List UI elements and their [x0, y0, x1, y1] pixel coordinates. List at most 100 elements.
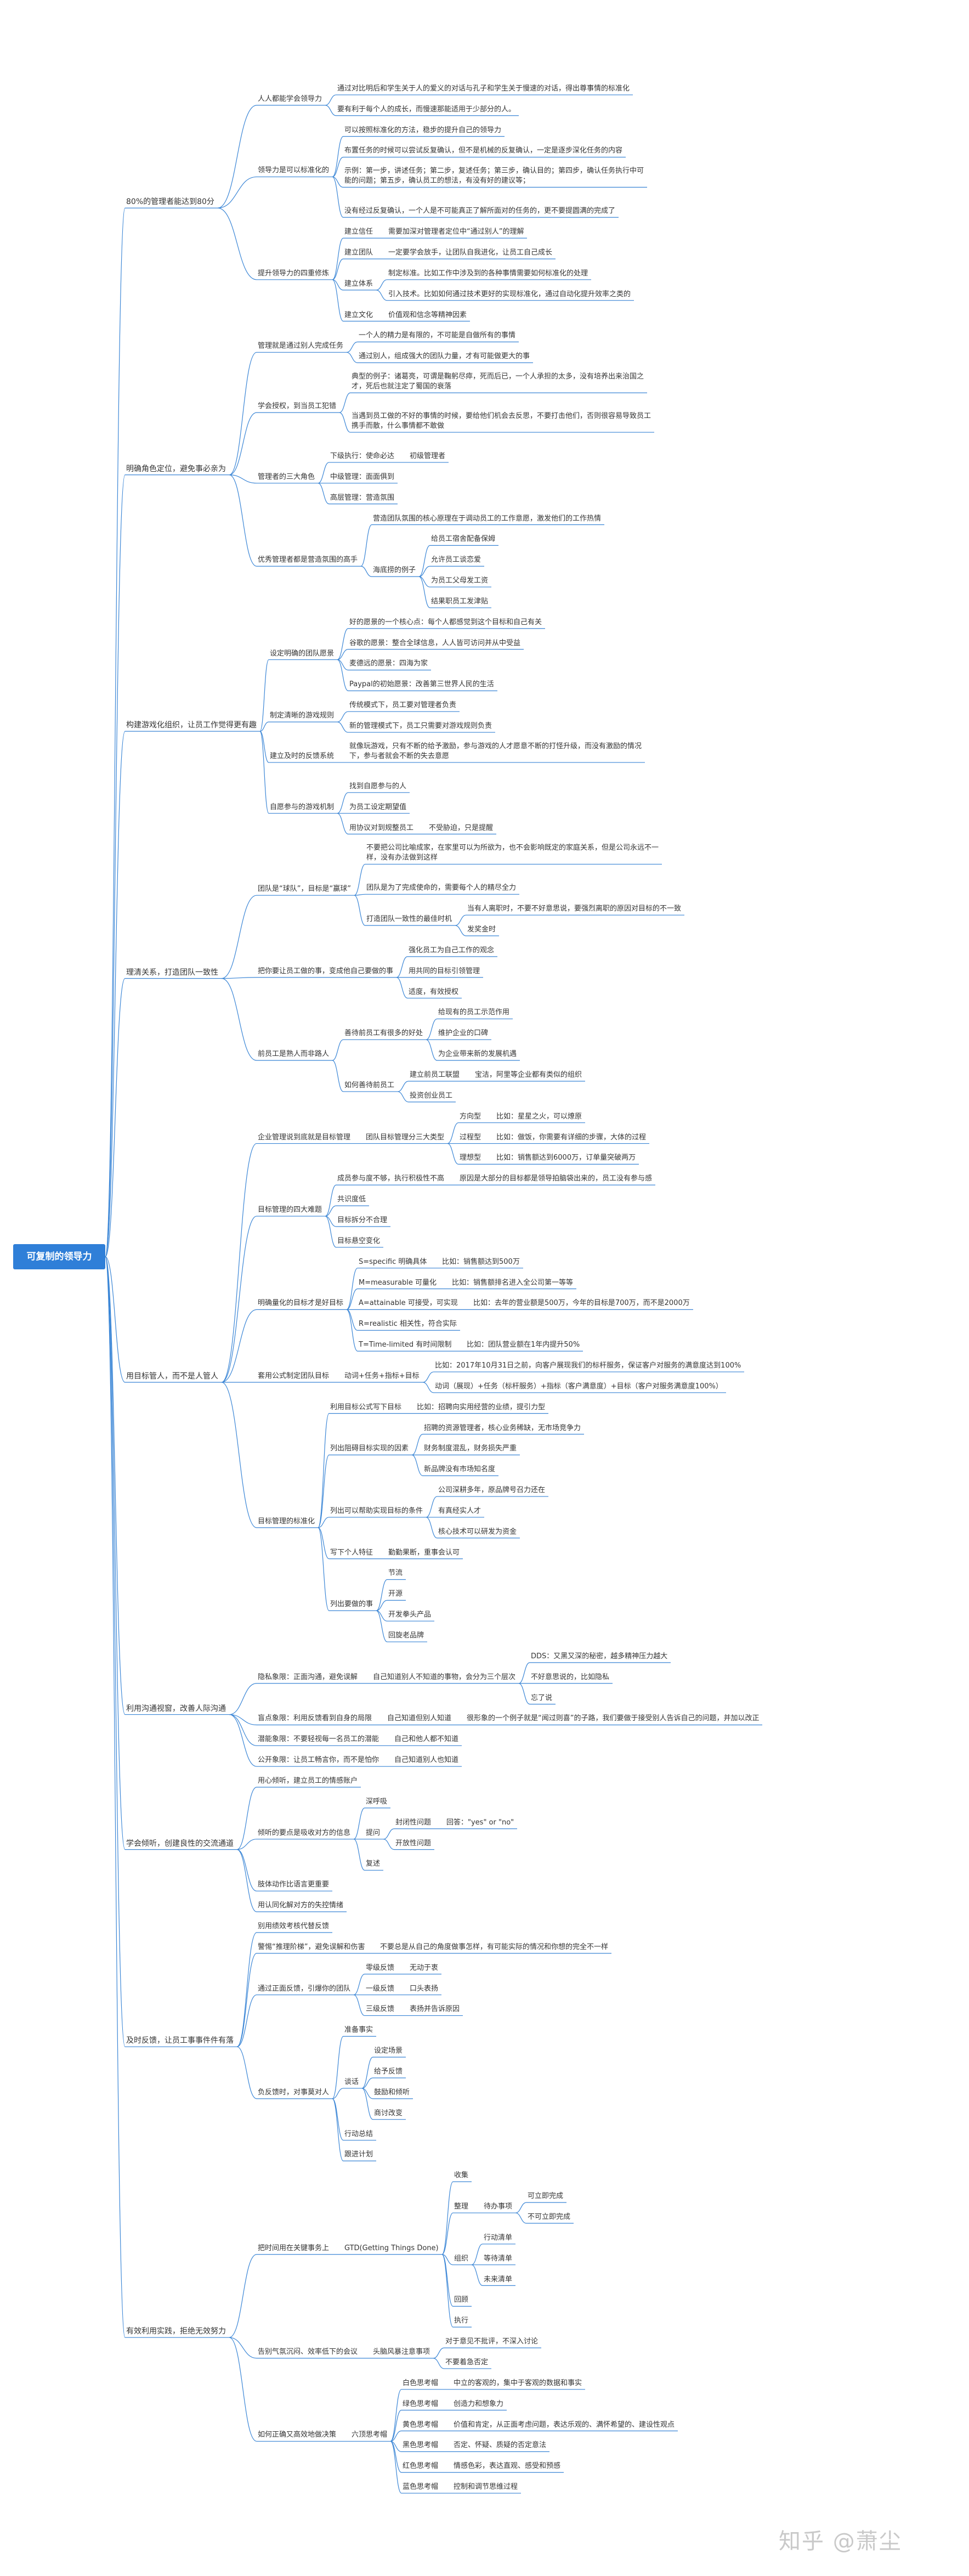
node-d3[interactable]: 不要把公司比喻成家，在家里可以为所欲为，也不会影响既定的家庭关系，但是公司永远不…	[366, 844, 659, 862]
node-d4[interactable]: 组织	[454, 2254, 469, 2263]
node-d1[interactable]: 理清关系，打造团队一致性	[126, 968, 218, 977]
node-d4[interactable]: 红色思考帽	[403, 2462, 439, 2471]
node-d3[interactable]: 为员工设定期望值	[349, 803, 407, 811]
node-d3[interactable]: 目标拆分不合理	[337, 1216, 388, 1224]
node-d2[interactable]: 通过正面反馈，引爆你的团队	[258, 1984, 351, 1993]
node-d3[interactable]: 动词+任务+指标+目标	[344, 1371, 420, 1380]
node-d3[interactable]: 头脑风暴注意事项	[373, 2348, 430, 2357]
node-d2[interactable]: 目标管理的四大难题	[258, 1206, 322, 1214]
node-d4[interactable]: 表扬并告诉原因	[410, 2005, 460, 2014]
node-d3[interactable]: 布置任务的时候可以尝试反复确认，但不是机械的反复确认，一定是逐步深化任务的内容	[344, 146, 623, 155]
node-d3[interactable]: 行动总结	[344, 2129, 373, 2138]
node-d2[interactable]: 制定清晰的游戏规则	[270, 711, 335, 720]
node-d2[interactable]: 企业管理说到底就是目标管理	[258, 1133, 351, 1142]
node-d4[interactable]: 商讨改变	[374, 2109, 403, 2117]
node-d3[interactable]: 建立团队	[344, 248, 373, 257]
node-d4[interactable]: 给现有的员工示范作用	[438, 1008, 510, 1017]
node-d2[interactable]: 公开象限：让员工畅言你，而不是怕你	[258, 1756, 379, 1765]
node-d4[interactable]: 新品牌没有市场知名度	[424, 1465, 496, 1474]
node-d3[interactable]: 打造团队一致性的最佳时机	[366, 915, 452, 924]
node-d3[interactable]: 营造团队氛围的核心原理在于调动员工的工作意愿，激发他们的工作热情	[373, 514, 602, 523]
node-d5[interactable]: 行动清单	[484, 2233, 513, 2242]
node-d3[interactable]: 深呼吸	[366, 1797, 388, 1806]
node-d4[interactable]: 很形象的一个例子就是“闻过则喜”的子路，我们要做于接受别人告诉自己的问题，并加以…	[467, 1714, 760, 1723]
node-d1[interactable]: 构建游戏化组织，让员工作觉得更有趣	[126, 721, 257, 730]
node-d2[interactable]: 隐私象限：正面沟通，避免误解	[258, 1673, 358, 1681]
node-d3[interactable]: T=Time-limited 有时间限制	[359, 1341, 452, 1349]
node-d3[interactable]: 团队目标管理分三大类型	[366, 1133, 445, 1142]
node-d4[interactable]: 整理	[454, 2202, 469, 2211]
node-d3[interactable]: 如何善待前员工	[344, 1081, 395, 1089]
node-d4[interactable]: 理想型	[460, 1154, 481, 1162]
node-d4[interactable]: 结果职员工发津贴	[431, 597, 489, 606]
node-d3[interactable]: 团队是为了完成使命的，需要每个人的精尽全力	[366, 884, 517, 892]
node-d2[interactable]: 明确量化的目标才是好目标	[258, 1299, 344, 1308]
node-d3[interactable]: 列出阻碍目标实现的因素	[330, 1444, 409, 1453]
node-d4[interactable]: 不受胁迫，只是提醒	[429, 823, 494, 832]
node-d2[interactable]: 警惕“推理阶梯”，避免误解和伤害	[258, 1942, 365, 1951]
node-d3[interactable]: 建立文化	[344, 310, 373, 319]
node-d4[interactable]: 不好意思说的，比如隐私	[531, 1673, 610, 1681]
node-d3[interactable]: 通过对比明后和学生关于人的爱义的对话与孔子和学生关于慢速的对话，得出尊事情的标准…	[337, 84, 630, 93]
node-d3[interactable]: S=specific 明确具体	[359, 1257, 427, 1266]
node-d4[interactable]: 忘了说	[531, 1693, 553, 1702]
node-d3[interactable]: 列出可以帮助实现目标的条件	[330, 1506, 423, 1515]
node-d3[interactable]: 海底捞的例子	[373, 566, 416, 575]
node-d3[interactable]: 要有利于每个人的成长，而慢速那能适用于少部分的人。	[337, 105, 516, 114]
node-d2[interactable]: 套用公式制定团队目标	[258, 1371, 330, 1380]
node-d3[interactable]: 用协议对到规整员工	[349, 823, 414, 832]
node-d4[interactable]: 公司深耕多年，原品牌号召力还在	[438, 1486, 546, 1495]
node-d1[interactable]: 80%的管理者能达到80分	[126, 197, 214, 207]
node-d4[interactable]: 比如：销售额达到500万	[442, 1257, 520, 1266]
node-d4[interactable]: 建立前员工联盟	[410, 1070, 460, 1079]
node-d3[interactable]: 谷歌的愿景：整合全球信息，人人皆可访问并从中受益	[349, 639, 521, 647]
node-d4[interactable]: 维护企业的口碑	[438, 1029, 489, 1038]
node-d4[interactable]: 执行	[454, 2317, 469, 2325]
node-d3[interactable]: 自己和他人都不知道	[394, 1735, 459, 1744]
node-d2[interactable]: 如何正确又高效地做决策	[258, 2431, 337, 2439]
node-d1[interactable]: 利用沟通视窗，改善人际沟通	[126, 1704, 226, 1713]
node-d3[interactable]: 建立体系	[344, 279, 373, 288]
node-d3[interactable]: R=realistic 相关性，符合实际	[359, 1320, 457, 1329]
node-d4[interactable]: 比如：团队营业额在1年内提升50%	[467, 1341, 580, 1349]
root-node[interactable]: 可复制的领导力	[13, 1244, 105, 1269]
node-d3[interactable]: 找到自愿参与的人	[349, 782, 407, 790]
node-d4[interactable]: 当有人离职时，不要不好意思说，要强烈离职的原因对目标的不一致	[467, 905, 682, 913]
node-d3[interactable]: 写下个人特征	[330, 1548, 373, 1557]
node-d3[interactable]: 没有经过反复确认，一个人是不可能真正了解所面对的任务的，更不要提圆满的完成了	[344, 207, 616, 216]
node-d2[interactable]: 告别气氛沉闷、效率低下的会议	[258, 2348, 358, 2357]
node-d2[interactable]: 目标管理的标准化	[258, 1517, 315, 1526]
node-d2[interactable]: 管理者的三大角色	[258, 472, 315, 481]
node-d1[interactable]: 明确角色定位，避免事必亲为	[126, 464, 226, 473]
node-d5[interactable]: 比如：销售额达到6000万，订单量突破两万	[496, 1154, 636, 1162]
node-d2[interactable]: 肢体动作比语言更重要	[258, 1880, 330, 1889]
node-d4[interactable]: 招聘的资源管理者，核心业务稀缺，无市场竞争力	[424, 1423, 581, 1432]
node-d3[interactable]: M=measurable 可量化	[359, 1278, 437, 1287]
node-d3[interactable]: 不要总是从自己的角度做事怎样，有可能实际的情况和你想的完全不一样	[380, 1942, 609, 1951]
node-d5[interactable]: 未来清单	[484, 2275, 513, 2284]
node-d4[interactable]: 核心技术可以研发为资金	[438, 1527, 517, 1536]
node-d2[interactable]: 把时间用在关键事务上	[258, 2244, 330, 2252]
node-d5[interactable]: 否定、怀疑、质疑的否定意法	[454, 2441, 547, 2450]
node-d4[interactable]: 允许员工谈恋爱	[431, 556, 481, 564]
node-d4[interactable]: 制定标准。比如工作中涉及到的各种事情需要如何标准化的处理	[388, 269, 588, 278]
node-d2[interactable]: 潜能象限：不要轻视每一名员工的潜能	[258, 1735, 379, 1744]
node-d4[interactable]: 节流	[388, 1569, 403, 1578]
node-d5[interactable]: 比如：星星之火，可以燎原	[496, 1112, 582, 1121]
node-d3[interactable]: 强化员工为自己工作的观念	[409, 946, 495, 954]
node-d4[interactable]: 鼓励和倾听	[374, 2088, 410, 2097]
node-d3[interactable]: 自己知道别人也知道	[394, 1756, 459, 1765]
node-d4[interactable]: 原因是大部分的目标都是领导拍脑袋出来的，员工没有参与感	[460, 1174, 653, 1183]
node-d3[interactable]: 一级反馈	[366, 1984, 395, 1993]
node-d3[interactable]: 中级管理：面面俱到	[330, 472, 395, 481]
node-d2[interactable]: 用心倾听，建立员工的情感账户	[258, 1777, 358, 1786]
node-d2[interactable]: 设定明确的团队愿景	[270, 649, 335, 658]
node-d2[interactable]: 负反馈时，对事莫对人	[258, 2088, 330, 2097]
node-d2[interactable]: 把你要让员工做的事，变成他自己要做的事	[258, 967, 394, 975]
node-d4[interactable]: 勤勤果断，重事会认可	[388, 1548, 460, 1557]
node-d3[interactable]: 好的愿景的一个核心点：每个人都感觉到这个目标和自己有关	[349, 618, 542, 626]
node-d4[interactable]: 发奖金时	[467, 925, 496, 934]
node-d4[interactable]: 初级管理者	[410, 451, 446, 460]
node-d3[interactable]: 利用目标公式写下目标	[330, 1403, 402, 1411]
node-d3[interactable]: A=attainable 可接受，可实现	[359, 1299, 458, 1308]
